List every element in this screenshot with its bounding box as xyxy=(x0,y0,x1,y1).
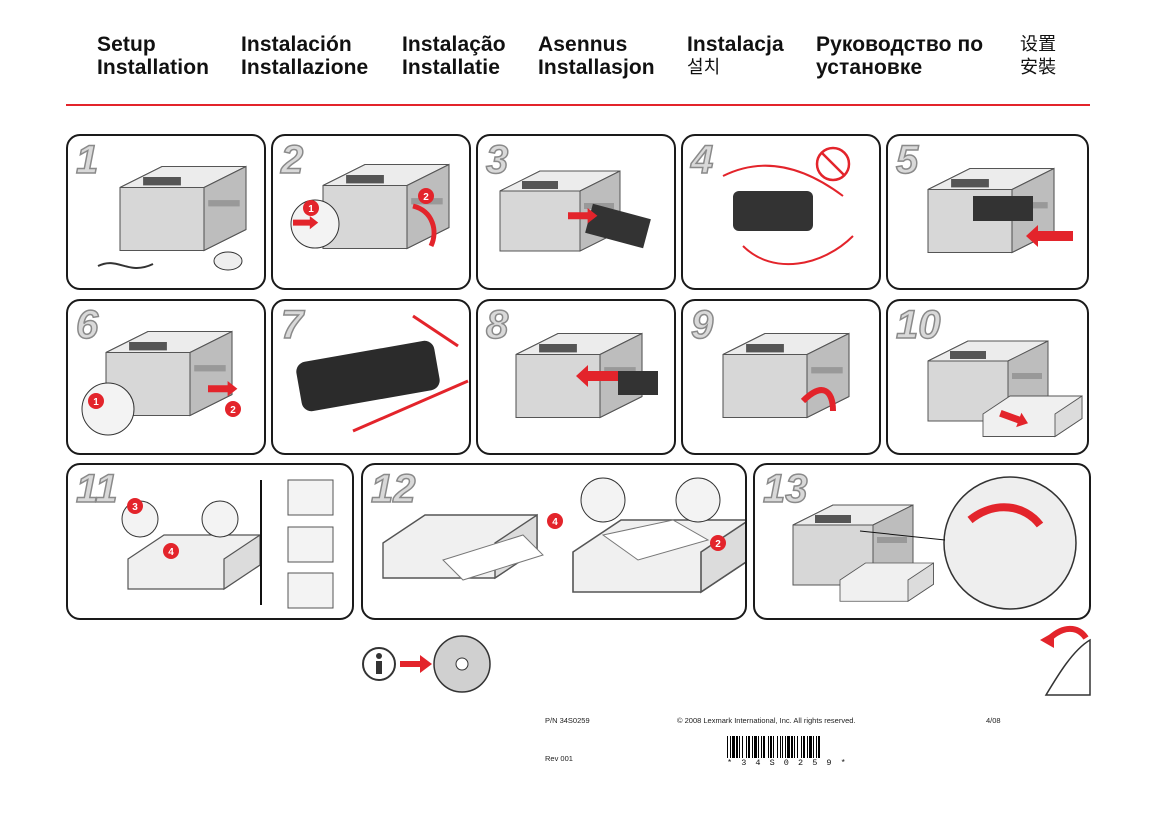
callout: 2 xyxy=(710,535,726,551)
barcode-bar xyxy=(807,736,808,758)
revision: Rev 001 xyxy=(545,754,573,763)
barcode-bar xyxy=(787,736,790,758)
callout: 4 xyxy=(547,513,563,529)
barcode-bar xyxy=(797,736,798,758)
barcode-bar xyxy=(754,736,757,758)
barcode-bar xyxy=(813,736,814,758)
barcode-bar xyxy=(742,736,743,758)
barcode-text: * 3 4 S 0 2 5 9 * xyxy=(727,758,848,768)
info-icon xyxy=(363,648,395,680)
barcode xyxy=(727,736,823,758)
barcode-bar xyxy=(777,736,778,758)
barcode-bar xyxy=(746,736,747,758)
callout: 1 xyxy=(303,200,319,216)
barcode-bar xyxy=(761,736,762,758)
barcode-bar xyxy=(770,736,772,758)
part-number: P/N 34S0259 xyxy=(545,716,590,725)
callout: 3 xyxy=(127,498,143,514)
barcode-bar xyxy=(791,736,793,758)
barcode-bar xyxy=(758,736,759,758)
svg-text:1: 1 xyxy=(93,397,99,408)
barcode-bar xyxy=(727,736,728,758)
barcode-bar xyxy=(736,736,738,758)
arrow-right-icon xyxy=(400,655,432,673)
svg-text:4: 4 xyxy=(552,517,558,528)
svg-text:4: 4 xyxy=(168,547,174,558)
cd-icon xyxy=(434,636,490,692)
barcode-bar xyxy=(730,736,731,758)
page-turn-icon xyxy=(1038,620,1094,700)
svg-text:1: 1 xyxy=(308,204,314,215)
barcode-bar xyxy=(780,736,781,758)
barcode-bar xyxy=(732,736,735,758)
svg-text:2: 2 xyxy=(423,192,429,203)
callout: 2 xyxy=(418,188,434,204)
print-date: 4/08 xyxy=(986,716,1001,725)
barcode-bar xyxy=(801,736,802,758)
barcode-bar xyxy=(816,736,817,758)
barcode-bar xyxy=(763,736,765,758)
svg-text:3: 3 xyxy=(132,502,138,513)
svg-text:2: 2 xyxy=(715,539,721,550)
barcode-bar xyxy=(809,736,812,758)
barcode-bar xyxy=(782,736,783,758)
barcode-bar xyxy=(752,736,753,758)
barcode-bar xyxy=(803,736,805,758)
callout: 1 xyxy=(88,393,104,409)
barcode-bar xyxy=(748,736,750,758)
see-cd-illustration xyxy=(362,634,492,694)
callout: 2 xyxy=(225,401,241,417)
barcode-bar xyxy=(768,736,769,758)
barcode-bar xyxy=(773,736,774,758)
callout: 4 xyxy=(163,543,179,559)
barcode-bar xyxy=(739,736,740,758)
barcode-bar xyxy=(785,736,786,758)
barcode-bar xyxy=(794,736,795,758)
barcode-bar xyxy=(818,736,820,758)
copyright: © 2008 Lexmark International, Inc. All r… xyxy=(677,716,856,725)
svg-text:2: 2 xyxy=(230,405,236,416)
